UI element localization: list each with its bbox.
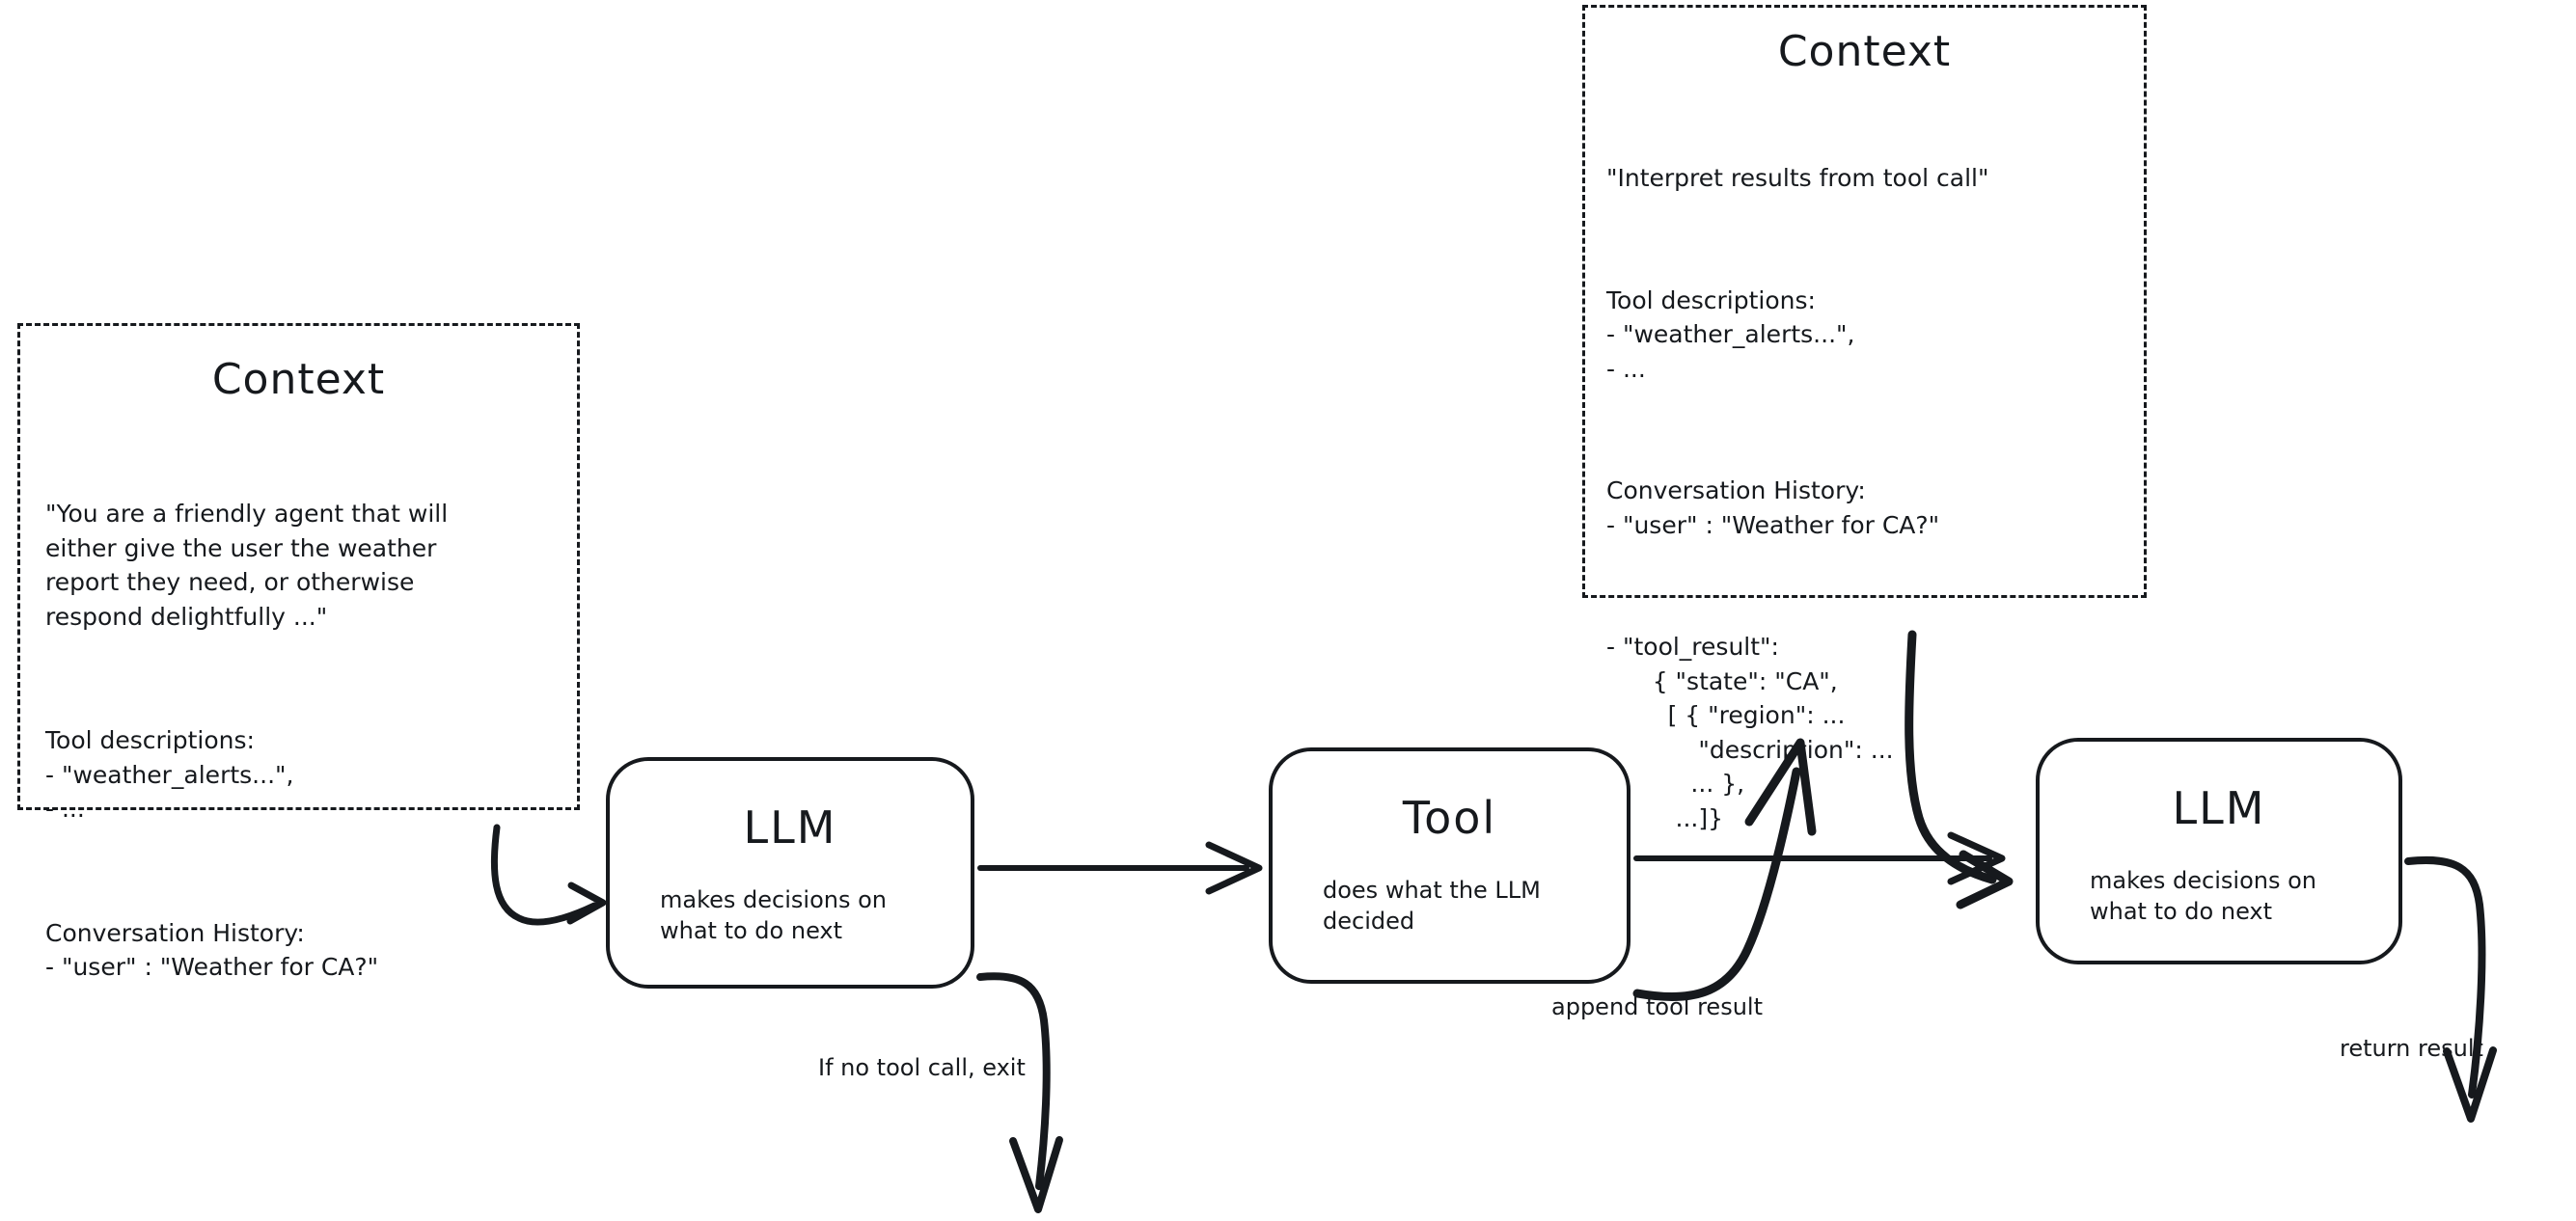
context-box-left: Context "You are a friendly agent that w… (17, 323, 580, 981)
context-right-title: Context (1777, 27, 1952, 76)
context-left-conversation-history: Conversation History: - "user" : "Weathe… (45, 918, 379, 982)
context-left-body: "You are a friendly agent that will eith… (45, 428, 552, 1053)
context-left-system-prompt: "You are a friendly agent that will eith… (45, 500, 449, 631)
context-right-conversation-history: Conversation History: - "user" : "Weathe… (1606, 476, 1940, 539)
edge-label-append-tool-result: append tool result (1551, 993, 1763, 1020)
node-llm-first-subtitle: makes decisions on what to do next (660, 886, 887, 945)
node-llm-first[interactable]: LLM makes decisions on what to do next (606, 757, 974, 989)
edge-label-if-no-tool-call-exit: If no tool call, exit (818, 1054, 1026, 1081)
node-tool-title: Tool (1402, 792, 1497, 844)
context-left-title: Context (211, 355, 386, 404)
node-llm-second-title: LLM (2172, 782, 2266, 834)
context-right-tool-descriptions: Tool descriptions: - "weather_alerts..."… (1606, 285, 1855, 383)
node-llm-second-subtitle: makes decisions on what to do next (2090, 867, 2316, 926)
context-left-tool-descriptions: Tool descriptions: - "weather_alerts..."… (45, 726, 294, 824)
node-llm-second[interactable]: LLM makes decisions on what to do next (2036, 738, 2402, 964)
arrow-llm-second-return (2404, 856, 2497, 1123)
edge-label-return-result: return result (2340, 1035, 2483, 1062)
node-tool-subtitle: does what the LLM decided (1323, 877, 1541, 936)
context-right-body: "Interpret results from tool call" Tool … (1606, 93, 2123, 923)
arrow-llm-first-exit (976, 972, 1063, 1213)
arrow-llm-first-to-tool (977, 841, 1263, 895)
node-llm-first-title: LLM (743, 801, 837, 854)
context-right-system-prompt: "Interpret results from tool call" (1606, 164, 1989, 193)
node-tool[interactable]: Tool does what the LLM decided (1269, 747, 1631, 984)
context-box-right: Context "Interpret results from tool cal… (1582, 5, 2147, 832)
